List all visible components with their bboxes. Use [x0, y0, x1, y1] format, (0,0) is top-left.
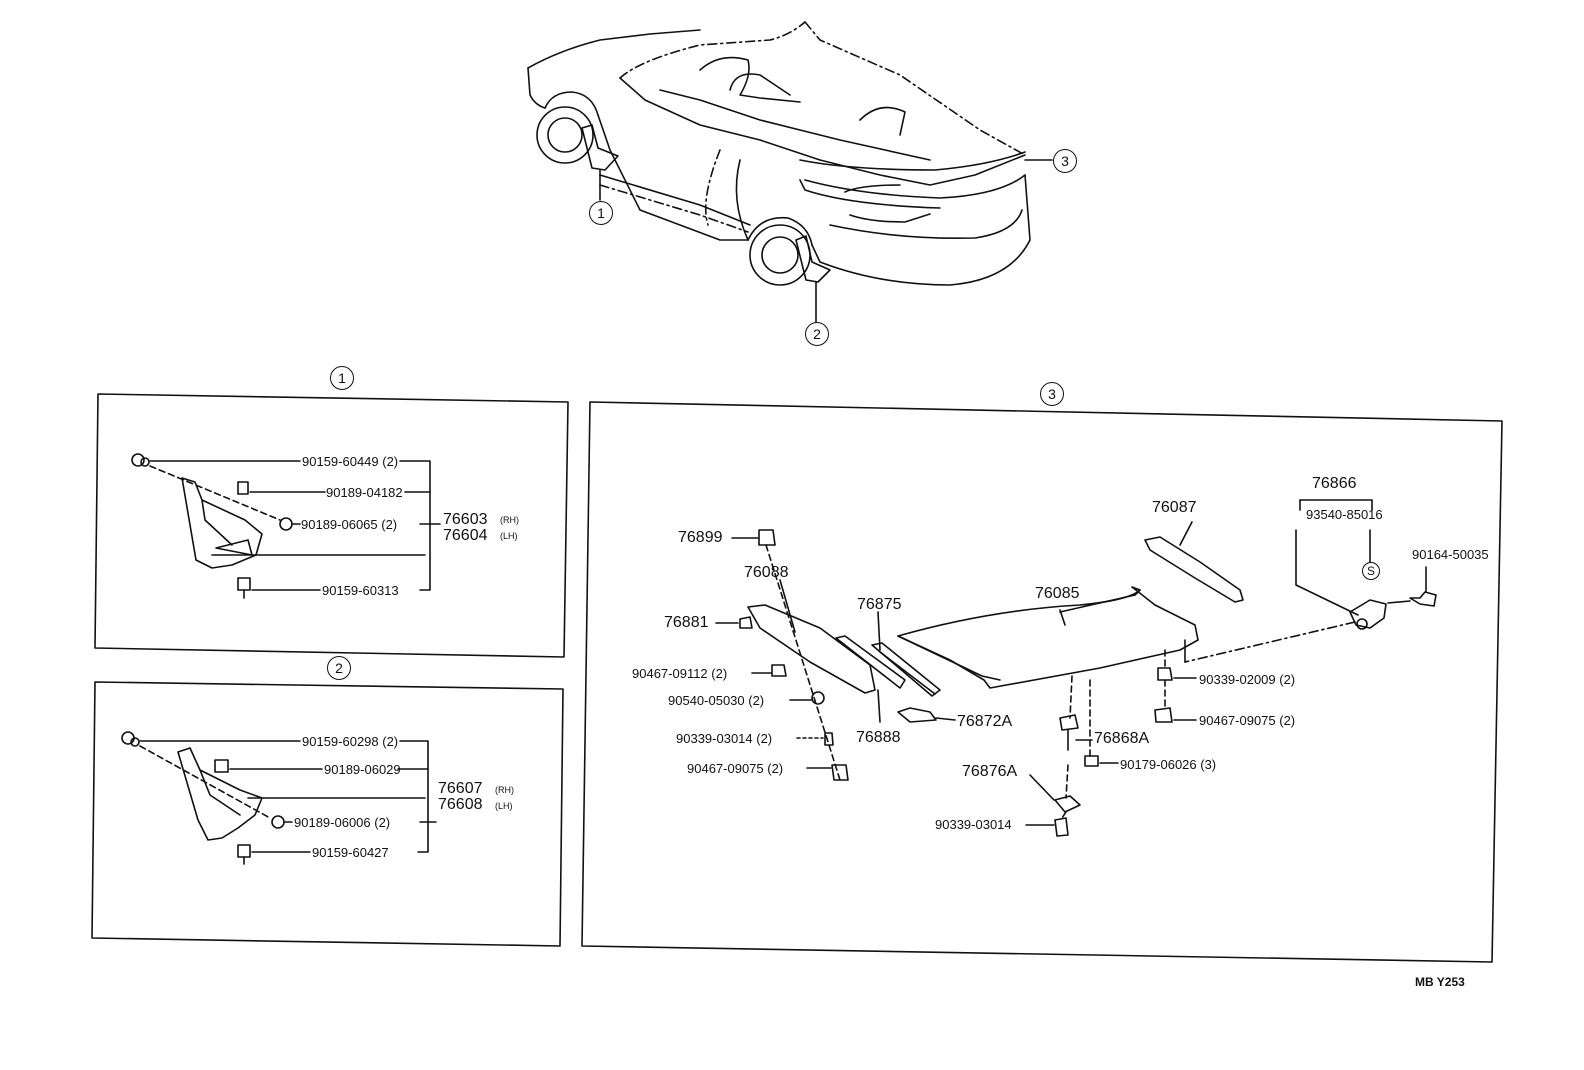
part-90159-60313: 90159-60313 — [322, 583, 399, 598]
part-76881: 76881 — [664, 614, 709, 631]
part-90467-09075-a: 90467-09075 (2) — [687, 761, 784, 776]
assy-76608: 76608 — [438, 796, 483, 813]
part-90339-03014-b: 90339-03014 — [935, 817, 1012, 832]
assy-76603: 76603 — [443, 511, 488, 528]
part-90179-06026: 90179-06026 (3) — [1120, 757, 1217, 772]
part-90159-60298: 90159-60298 (2) — [302, 734, 399, 749]
part-90467-09075-b: 90467-09075 (2) — [1199, 713, 1296, 728]
assy-76604: 76604 — [443, 527, 488, 544]
part-76085: 76085 — [1035, 585, 1080, 602]
part-76868A: 76868A — [1094, 730, 1150, 747]
assy-76607: 76607 — [438, 780, 483, 797]
assy-76608-side: (LH) — [495, 801, 513, 811]
figure-code: MB Y253 — [1415, 975, 1465, 989]
car-illustration — [527, 21, 1053, 323]
part-76876A: 76876A — [962, 763, 1018, 780]
callout-2-panel: 2 — [327, 656, 351, 680]
panel2-frame — [91, 681, 564, 947]
part-93540-85016: 93540-85016 — [1306, 507, 1383, 522]
part-90189-06029: 90189-06029 — [324, 762, 401, 777]
assy-76607-side: (RH) — [495, 785, 514, 795]
assy-76603-side: (RH) — [500, 515, 519, 525]
s-mark-symbol: S — [1362, 562, 1380, 580]
part-76872A: 76872A — [957, 713, 1013, 730]
part-90159-60449: 90159-60449 (2) — [302, 454, 399, 469]
part-76087: 76087 — [1152, 499, 1197, 516]
callout-3-panel: 3 — [1040, 382, 1064, 406]
part-90467-09112: 90467-09112 (2) — [632, 666, 728, 681]
callout-1-panel: 1 — [330, 366, 354, 390]
part-90339-03014-a: 90339-03014 (2) — [676, 731, 773, 746]
part-76888: 76888 — [856, 729, 901, 746]
callout-2-car: 2 — [805, 322, 829, 346]
part-90540-05030: 90540-05030 (2) — [668, 693, 765, 708]
callout-3-car: 3 — [1053, 149, 1077, 173]
panel1-frame — [94, 393, 569, 658]
part-90189-04182: 90189-04182 — [326, 485, 403, 500]
part-76899: 76899 — [678, 529, 723, 546]
part-90339-02009: 90339-02009 (2) — [1199, 672, 1296, 687]
part-90189-06006: 90189-06006 (2) — [294, 815, 391, 830]
callout-1-car: 1 — [589, 201, 613, 225]
part-76088: 76088 — [744, 564, 789, 581]
part-76866: 76866 — [1312, 475, 1357, 492]
part-90159-60427: 90159-60427 — [312, 845, 389, 860]
part-76875: 76875 — [857, 596, 902, 613]
assy-76604-side: (LH) — [500, 531, 518, 541]
panel3-frame — [581, 401, 1503, 963]
part-90164-50035: 90164-50035 — [1412, 547, 1489, 562]
part-90189-06065: 90189-06065 (2) — [301, 517, 398, 532]
